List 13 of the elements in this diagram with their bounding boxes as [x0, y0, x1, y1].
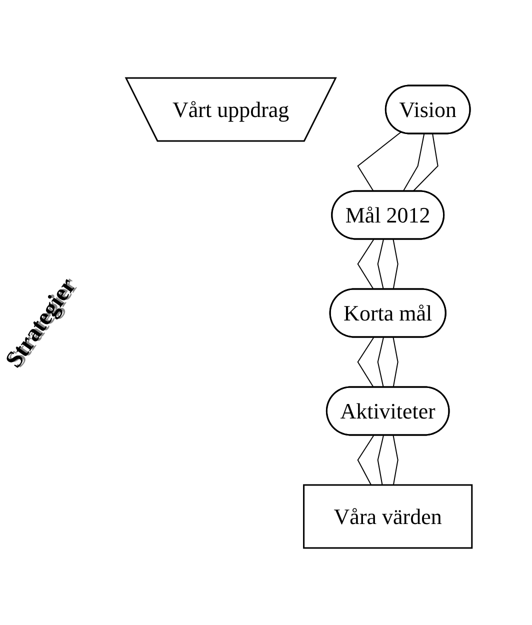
connector: [376, 238, 384, 290]
connector: [392, 434, 398, 485]
connector: [392, 336, 398, 388]
node-box: Våra värden: [302, 484, 472, 548]
connector: [376, 434, 384, 485]
connector: [356, 131, 401, 192]
connector: [412, 133, 438, 192]
connector: [356, 434, 374, 485]
connector: [356, 336, 374, 388]
connector: [376, 336, 384, 388]
connector: [402, 133, 424, 192]
connector: [392, 238, 398, 290]
connector: [356, 238, 374, 290]
